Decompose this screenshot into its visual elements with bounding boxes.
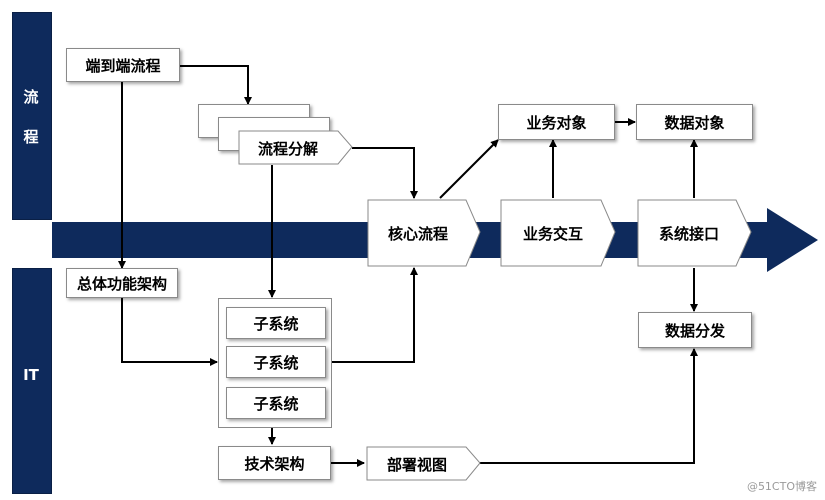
watermark: @51CTO博客 xyxy=(746,480,817,493)
node-process-breakdown-shape xyxy=(238,130,353,165)
node-data-distribution: 数据分发 xyxy=(638,312,752,348)
conn-deployment-to-distribution xyxy=(479,348,698,464)
lane-it-label: IT xyxy=(23,366,39,384)
node-core-process: 核心流程 xyxy=(387,225,448,243)
node-data-object: 数据对象 xyxy=(636,104,753,140)
node-overall-function: 总体功能架构 xyxy=(66,268,178,298)
core-process-shape xyxy=(367,199,481,267)
lane-process xyxy=(12,12,52,220)
node-process-breakdown: 流程分解 xyxy=(257,140,318,158)
conn-breakdown-to-core xyxy=(352,147,418,199)
node-subsystem-2: 子系统 xyxy=(226,346,326,378)
node-tech-architecture: 技术架构 xyxy=(218,446,331,480)
node-e2e-process: 端到端流程 xyxy=(66,48,180,82)
node-deployment-view-shape xyxy=(366,446,481,481)
conn-core-to-business-object xyxy=(439,139,499,199)
lane-it xyxy=(12,268,52,494)
node-business-interaction: 业务交互 xyxy=(522,225,583,243)
node-business-object: 业务对象 xyxy=(498,104,615,140)
system-interface-shape xyxy=(637,199,752,267)
conn-overall-to-subsystems xyxy=(121,298,218,366)
node-subsystem-1: 子系统 xyxy=(226,307,326,339)
conn-subsystems-to-core xyxy=(332,267,418,363)
node-subsystem-3: 子系统 xyxy=(226,387,326,419)
lane-process-label-2: 程 xyxy=(23,128,39,146)
business-interaction-shape xyxy=(500,199,616,267)
node-system-interface: 系统接口 xyxy=(658,225,719,243)
lane-process-label-1: 流 xyxy=(23,88,39,106)
node-deployment-view: 部署视图 xyxy=(386,456,447,474)
conn-e2e-to-breakdown xyxy=(180,65,252,105)
